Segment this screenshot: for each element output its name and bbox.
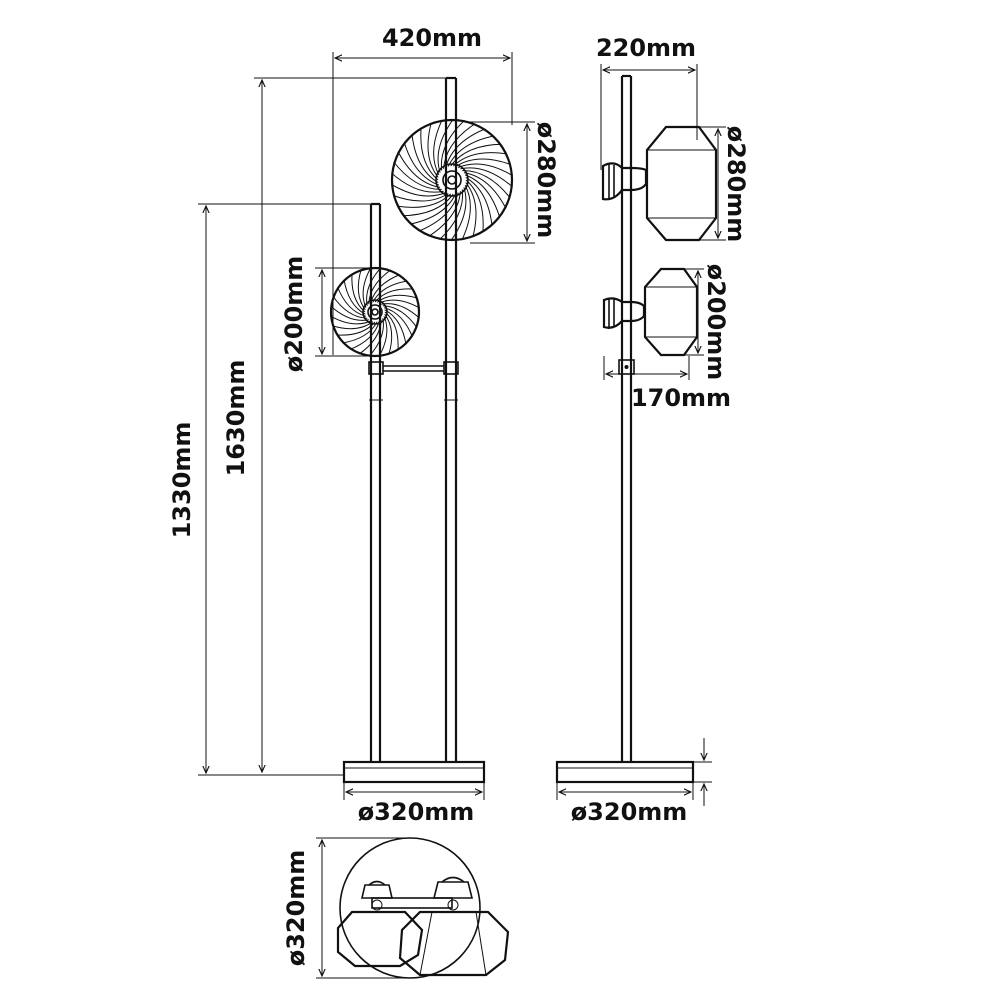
label-280-side: ø280mm — [722, 126, 750, 243]
shade-fin — [433, 119, 444, 176]
shade-fin — [427, 191, 461, 238]
side-pole — [618, 74, 635, 762]
shade-fin — [437, 119, 455, 173]
shade-fin — [458, 163, 513, 177]
shade-fin — [460, 167, 513, 189]
dim-arm-offset: 170mm — [603, 356, 731, 412]
shade-fin — [440, 119, 466, 171]
large-shade-front — [390, 118, 514, 242]
dim-large-shade-front: ø280mm — [470, 121, 560, 244]
shade-fin — [411, 132, 439, 184]
shade-fin — [403, 140, 440, 186]
shade-fin — [449, 187, 467, 241]
shade-fin — [463, 172, 507, 210]
label-170: 170mm — [631, 384, 731, 412]
label-320-top: ø320mm — [282, 850, 310, 967]
shade-fin — [455, 158, 513, 167]
dim-small-shade-front: ø200mm — [280, 256, 372, 373]
shade-fin — [417, 192, 459, 233]
shade-fin — [445, 127, 487, 168]
front-view: 420mm 1630mm 1330mm ø280mm ø200mm — [168, 24, 560, 826]
dim-base-front: ø320mm — [343, 782, 485, 826]
short-pole — [369, 202, 382, 762]
shade-fin — [392, 160, 442, 190]
dim-side-depth: 220mm — [596, 34, 698, 170]
label-200-side: ø200mm — [702, 264, 730, 381]
shade-fin — [438, 189, 464, 241]
dim-tall-height: 1630mm — [222, 77, 446, 772]
label-320-side: ø320mm — [571, 798, 688, 826]
large-shade-side — [601, 125, 718, 242]
base-side — [555, 760, 695, 784]
shade-fin — [465, 176, 493, 228]
dim-small-shade-side: ø200mm — [684, 264, 730, 381]
shade-fin — [391, 183, 446, 197]
shade-fin — [420, 126, 439, 181]
label-280-front: ø280mm — [532, 122, 560, 239]
label-1630: 1630mm — [222, 360, 250, 477]
small-shade-front — [329, 266, 421, 358]
label-420: 420mm — [382, 24, 482, 52]
shade-fin — [427, 121, 439, 178]
shade-fin — [391, 171, 444, 193]
shade-fin — [447, 135, 496, 167]
label-320-front: ø320mm — [358, 798, 475, 826]
dim-base-top: ø320mm — [282, 837, 410, 979]
shade-fin — [391, 193, 449, 202]
small-shade-top — [336, 880, 424, 968]
shade-fin — [465, 182, 477, 239]
shade-fin — [443, 122, 477, 169]
dim-base-side: ø320mm — [556, 782, 694, 826]
shade-fin — [464, 174, 501, 220]
shade-fin — [395, 193, 452, 208]
top-view: ø320mm — [282, 837, 510, 979]
label-200-front: ø200mm — [280, 256, 308, 373]
connector-bar — [368, 361, 459, 401]
label-1330: 1330mm — [168, 422, 196, 539]
dim-base-thickness — [693, 738, 712, 806]
tall-pole — [444, 76, 458, 762]
small-shade-side — [602, 267, 699, 357]
shade-fin — [465, 179, 484, 234]
shade-fin — [462, 170, 512, 200]
large-shade-top — [398, 876, 510, 977]
shade-fin — [401, 193, 454, 217]
base-front — [342, 760, 486, 784]
shade-fin — [408, 193, 457, 225]
side-view: 220mm ø280mm ø200mm 170mm — [555, 34, 750, 826]
dim-large-shade-side: ø280mm — [699, 126, 750, 243]
label-220: 220mm — [596, 34, 696, 62]
shade-fin — [460, 184, 471, 241]
shade-fin — [452, 152, 509, 167]
shade-fin — [397, 150, 441, 188]
dim-short-height: 1330mm — [168, 203, 371, 776]
dim-overall-width: 420mm — [332, 24, 513, 355]
shade-fin — [450, 143, 503, 167]
